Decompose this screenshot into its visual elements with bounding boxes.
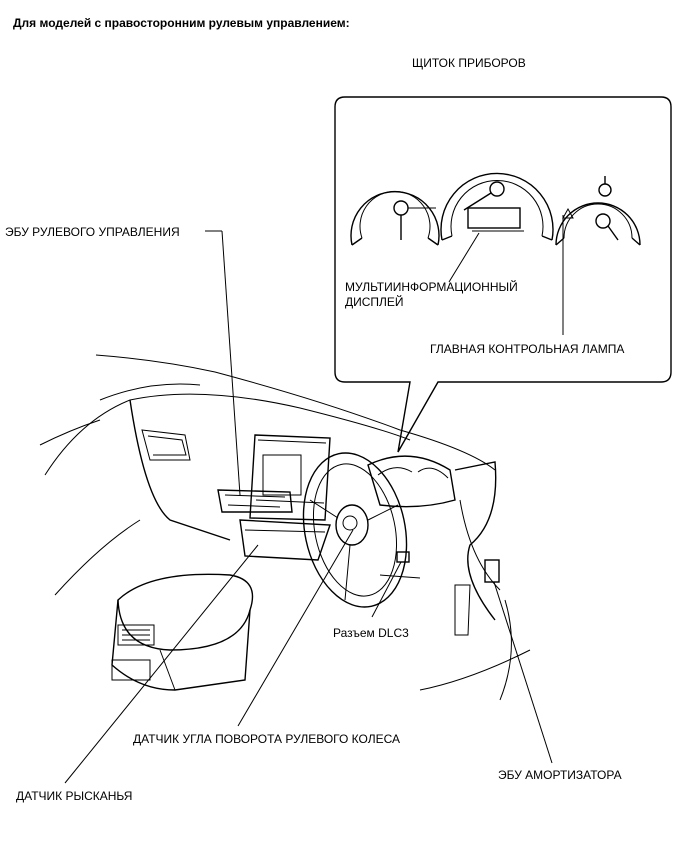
leader-steering-ecu xyxy=(221,230,241,496)
rear-console xyxy=(111,573,254,691)
leader-yaw-sensor xyxy=(64,544,259,784)
master-warning-icon xyxy=(562,207,574,219)
dlc3-connector xyxy=(396,551,410,563)
leader-dlc3 xyxy=(371,561,402,618)
label-steering-ecu: ЭБУ РУЛЕВОГО УПРАВЛЕНИЯ xyxy=(5,225,180,239)
label-dlc3: Разъем DLC3 xyxy=(333,626,409,640)
gauge-right xyxy=(555,176,641,246)
gauge-left xyxy=(350,190,440,246)
steering-angle-sensor xyxy=(342,515,358,531)
label-steering-angle-sensor: ДАТЧИК УГЛА ПОВОРОТА РУЛЕВОГО КОЛЕСА xyxy=(133,732,400,746)
label-multi-display-2: ДИСПЛЕЙ xyxy=(345,295,404,309)
leader-steering-angle xyxy=(237,529,354,727)
label-multi-display-1: МУЛЬТИИНФОРМАЦИОННЫЙ xyxy=(345,280,518,294)
leader-multi-display xyxy=(448,232,480,283)
label-absorber-ecu: ЭБУ АМОРТИЗАТОРА xyxy=(498,768,622,782)
gauge-center xyxy=(440,172,554,241)
leader-absorber-ecu xyxy=(493,581,553,764)
label-yaw-sensor: ДАТЧИК РЫСКАНЬЯ xyxy=(16,789,133,803)
absorber-ecu xyxy=(484,559,500,583)
center-console xyxy=(217,434,331,561)
steering-wheel xyxy=(302,452,408,608)
label-instrument-panel: ЩИТОК ПРИБОРОВ xyxy=(412,56,526,70)
cluster-housing xyxy=(367,455,456,508)
cabin-outline xyxy=(39,354,496,596)
page-title: Для моделей с правосторонним рулевым упр… xyxy=(13,16,350,30)
label-master-warning: ГЛАВНАЯ КОНТРОЛЬНАЯ ЛАМПА xyxy=(430,342,625,356)
instrument-panel-callout xyxy=(334,96,672,453)
multi-info-display xyxy=(467,207,521,229)
